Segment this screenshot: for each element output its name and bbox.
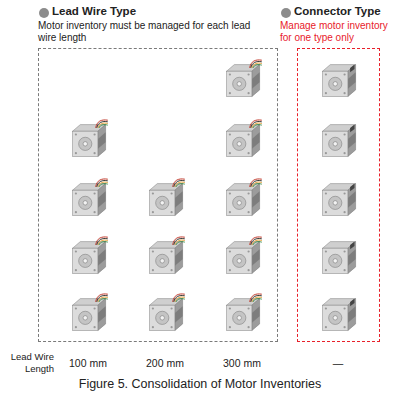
group-heading: Lead Wire Type bbox=[38, 4, 278, 18]
group-note: Motor inventory must be managed for each… bbox=[38, 20, 253, 44]
length-value: — bbox=[298, 357, 378, 369]
length-value: 200 mm bbox=[125, 357, 205, 369]
length-value: 300 mm bbox=[202, 357, 282, 369]
bullet-dot bbox=[281, 8, 291, 18]
dashed-region bbox=[297, 48, 380, 342]
axis-label: Lead Wire Length bbox=[4, 351, 54, 375]
connector-group: Connector TypeManage motor inventory for… bbox=[280, 4, 397, 342]
lead-wire-motors bbox=[73, 60, 262, 331]
figure-caption: Figure 5. Consolidation of Motor Invento… bbox=[0, 377, 400, 392]
length-value: 100 mm bbox=[48, 357, 128, 369]
dashed-region bbox=[38, 48, 278, 342]
bullet-dot bbox=[39, 8, 49, 18]
lead-wire-group: Lead Wire TypeMotor inventory must be ma… bbox=[38, 4, 278, 342]
connector-motors bbox=[323, 65, 356, 331]
group-note: Manage motor inventory for one type only bbox=[280, 20, 396, 44]
group-heading: Connector Type bbox=[280, 4, 397, 18]
